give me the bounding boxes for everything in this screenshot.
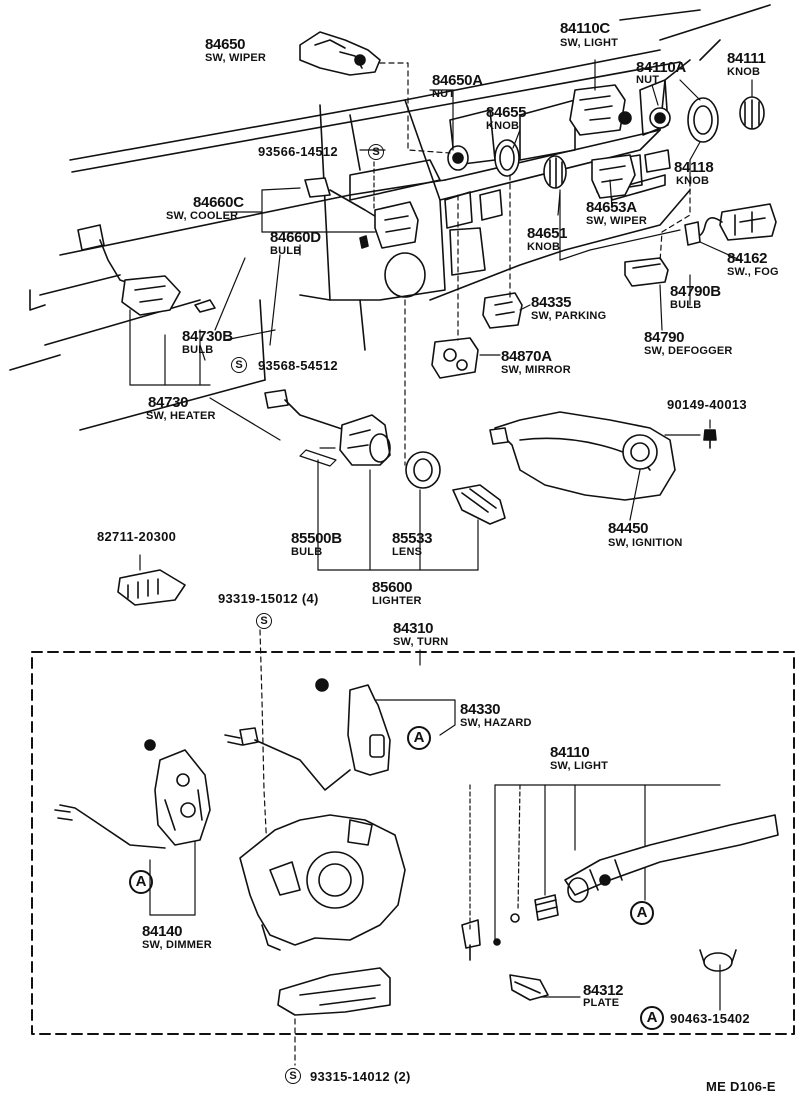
s-marker: S xyxy=(368,144,384,160)
part-number: 90149-40013 xyxy=(667,397,747,412)
part-description: BULB xyxy=(182,344,214,356)
instrument-panel xyxy=(9,4,771,431)
part-description: SW, DEFOGGER xyxy=(644,345,733,357)
part-number: 84730 xyxy=(148,394,189,411)
diagram-code: ME D106-E xyxy=(706,1079,776,1094)
part-number: 82711-20300 xyxy=(97,529,177,544)
part-number: 84730B xyxy=(182,328,233,345)
part-description: SW, DIMMER xyxy=(142,939,212,951)
part-number: 84651 xyxy=(527,225,568,242)
part-description: SW, TURN xyxy=(393,636,449,648)
part-number: 84111 xyxy=(727,50,766,67)
part-number: 84110C xyxy=(560,20,610,37)
part-number: 84660D xyxy=(270,229,321,246)
part-number: 84870A xyxy=(501,348,552,365)
part-description: SW., FOG xyxy=(727,266,779,278)
part-description: LIGHTER xyxy=(372,595,422,607)
s-marker: S xyxy=(285,1068,301,1084)
part-number: 84790B xyxy=(670,283,721,300)
part-description: SW, WIPER xyxy=(586,215,648,227)
part-description: SW, WIPER xyxy=(205,52,267,64)
part-number: 93568-54512 xyxy=(258,358,338,373)
part-number: 84330 xyxy=(460,701,501,718)
turn-switch-parts xyxy=(54,678,779,1016)
s-marker: S xyxy=(256,613,272,629)
part-number: 84790 xyxy=(644,329,685,346)
part-description: BULB xyxy=(270,245,302,257)
part-number: 90463-15402 xyxy=(670,1011,750,1026)
part-number: 84118 xyxy=(674,159,714,176)
leader-lines xyxy=(129,59,753,1066)
part-number: 84650 xyxy=(205,36,246,53)
a-marker: A xyxy=(640,1006,664,1030)
part-description: NUT xyxy=(636,74,660,86)
part-description: SW, MIRROR xyxy=(501,364,571,376)
part-number: 84655 xyxy=(486,104,527,121)
a-marker: A xyxy=(630,901,654,925)
part-description: SW, PARKING xyxy=(531,310,607,322)
part-number: 84335 xyxy=(531,294,572,311)
part-number: 84110A xyxy=(636,59,686,76)
part-description: PLATE xyxy=(583,997,620,1009)
part-description: NUT xyxy=(432,88,456,100)
part-number: 93315-14012 (2) xyxy=(310,1069,411,1084)
part-number: 84650A xyxy=(432,72,483,89)
part-number: 85500B xyxy=(291,530,342,547)
s-marker: S xyxy=(231,357,247,373)
part-number: 85533 xyxy=(392,530,433,547)
part-number: 84110 xyxy=(550,744,590,761)
part-description: KNOB xyxy=(727,66,761,78)
turn-switch-group-box xyxy=(31,651,795,1035)
part-number: 84450 xyxy=(608,520,649,537)
part-number: 84312 xyxy=(583,982,624,999)
part-description: KNOB xyxy=(527,241,561,253)
part-description: SW, IGNITION xyxy=(608,537,683,549)
part-number: 84660C xyxy=(193,194,244,211)
a-marker: A xyxy=(407,726,431,750)
part-description: BULB xyxy=(291,546,323,558)
part-shapes xyxy=(77,31,777,606)
part-description: SW, COOLER xyxy=(166,210,239,222)
part-number: 84162 xyxy=(727,250,768,267)
part-description: BULB xyxy=(670,299,702,311)
part-description: KNOB xyxy=(676,175,710,187)
part-description: SW, LIGHT xyxy=(550,760,609,772)
part-description: LENS xyxy=(392,546,423,558)
part-number: 84653A xyxy=(586,199,637,216)
part-number: 85600 xyxy=(372,579,413,596)
part-description: KNOB xyxy=(486,120,520,132)
part-description: SW, LIGHT xyxy=(560,37,619,49)
part-description: SW, HEATER xyxy=(146,410,216,422)
part-number: 93319-15012 (4) xyxy=(218,591,319,606)
part-description: SW, HAZARD xyxy=(460,717,532,729)
a-marker: A xyxy=(129,870,153,894)
part-number: 93566-14512 xyxy=(258,144,338,159)
part-number: 84310 xyxy=(393,620,434,637)
part-number: 84140 xyxy=(142,923,183,940)
